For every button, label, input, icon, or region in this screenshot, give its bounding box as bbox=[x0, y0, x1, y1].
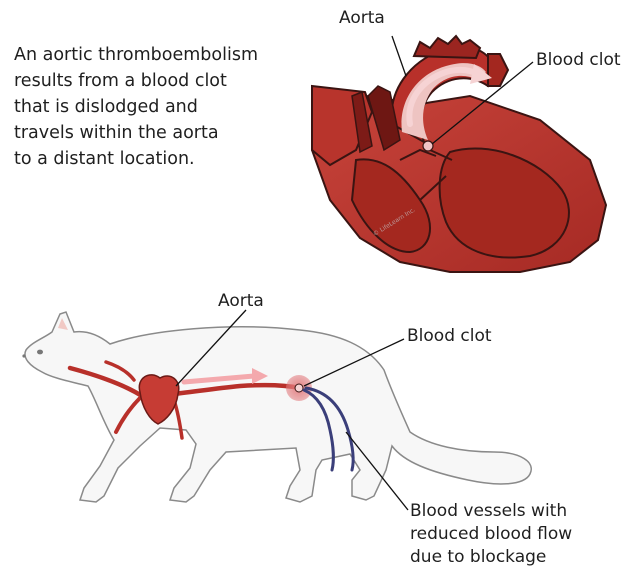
heart-aorta-leader bbox=[392, 36, 406, 76]
cat-nose bbox=[22, 354, 25, 357]
heart-aorta-label: Aorta bbox=[339, 8, 385, 28]
cat-vessels-label: Blood vessels with reduced blood flow du… bbox=[410, 500, 572, 569]
cat-eye bbox=[37, 350, 43, 355]
heart-aorta-top bbox=[414, 36, 480, 58]
cat-aorta-label: Aorta bbox=[218, 291, 264, 311]
cat-clot-label: Blood clot bbox=[407, 326, 492, 346]
cat-vessels-label-line: reduced blood flow bbox=[410, 523, 572, 546]
heart-clot-label: Blood clot bbox=[536, 50, 621, 70]
cat-vessels-label-line: due to blockage bbox=[410, 546, 572, 569]
heart-clot bbox=[423, 141, 433, 151]
heart-illustration bbox=[312, 36, 606, 272]
heart-aorta-right-end bbox=[488, 54, 508, 86]
cat-clot bbox=[295, 384, 303, 392]
cat-vessels-label-line: Blood vessels with bbox=[410, 500, 572, 523]
